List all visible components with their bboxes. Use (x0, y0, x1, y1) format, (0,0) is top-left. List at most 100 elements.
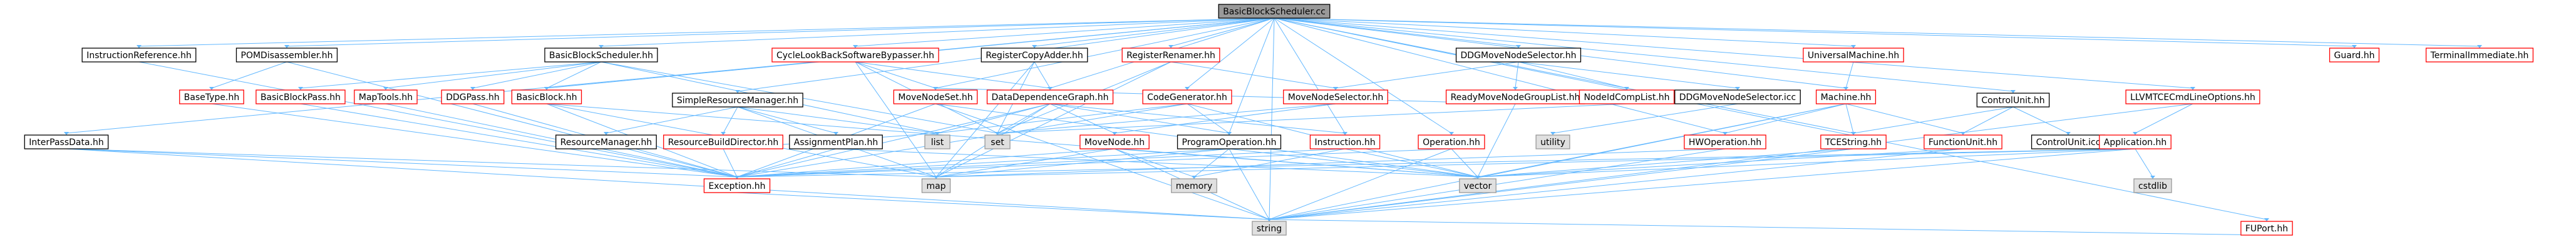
node-label: MoveNode.hh (1084, 138, 1145, 148)
node-BaseType[interactable]: BaseType.hh (179, 89, 244, 104)
node-label: RegisterRenamer.hh (1126, 51, 1215, 61)
edge-arrowhead (1267, 218, 1272, 221)
edge-BasicBlockScheduler-to-BasicBlock (546, 61, 602, 89)
node-DDGMoveNodeSelectorIcc[interactable]: DDGMoveNodeSelector.icc (1674, 89, 1801, 104)
node-label: ControlUnit.hh (1981, 96, 2044, 106)
node-SimpleResourceManager[interactable]: SimpleResourceManager.hh (672, 93, 803, 108)
node-DDGMoveNodeSelector[interactable]: DDGMoveNodeSelector.hh (1455, 48, 1582, 63)
node-DataDependenceGraph[interactable]: DataDependenceGraph.hh (986, 89, 1114, 104)
edge-InterPassData-to-string (66, 148, 1270, 220)
node-Machine[interactable]: Machine.hh (1815, 89, 1877, 104)
edge-arrowhead (1843, 87, 1848, 90)
edge-root-to-Guard (1274, 18, 2355, 47)
node-box (2329, 48, 2380, 63)
node-label: RegisterCopyAdder.hh (986, 51, 1083, 61)
node-Exception[interactable]: Exception.hh (703, 178, 771, 193)
node-CycleLookBack[interactable]: CycleLookBackSoftwareBypasser.hh (771, 48, 939, 63)
node-label: CodeGenerator.hh (1147, 93, 1227, 103)
edge-arrowhead (995, 132, 1000, 135)
node-MoveNodeSelector[interactable]: MoveNodeSelector.hh (1283, 89, 1388, 104)
node-ReadyMoveNodeGroupList[interactable]: ReadyMoveNodeGroupList.hh (1445, 89, 1585, 104)
node-InterPassData[interactable]: InterPassData.hh (24, 134, 109, 149)
node-AssignmentPlan[interactable]: AssignmentPlan.hh (789, 134, 883, 149)
edge-arrowhead (298, 87, 303, 90)
node-BasicBlockPass[interactable]: BasicBlockPass.hh (255, 89, 346, 104)
edge-DDGMoveNodeSelectorIcc-to-utility (1552, 103, 1738, 134)
edge-arrowhead (1723, 132, 1728, 135)
node-RegisterCopyAdder[interactable]: RegisterCopyAdder.hh (981, 48, 1088, 63)
edge-FunctionUnit-to-string (1269, 148, 1964, 220)
node-NodeIdComp[interactable]: NodeIdCompList.hh (1579, 89, 1675, 104)
node-box (354, 89, 418, 104)
edge-Application-to-map (935, 148, 2136, 178)
edge-AssignmentPlan-to-Exception (736, 148, 837, 178)
edge-MoveNodeSelector-to-set (997, 103, 1336, 134)
edge-arrowhead (853, 45, 858, 48)
edge-root-to-UniversalMachine (1274, 18, 1854, 47)
node-label: MoveNodeSelector.hh (1288, 93, 1384, 103)
edge-arrowhead (1475, 176, 1480, 179)
node-FUPort[interactable]: FUPort.hh (2240, 221, 2293, 236)
node-ResourceBuildDirector[interactable]: ResourceBuildDirector.hh (663, 134, 783, 149)
node-label: DDGPass.hh (446, 93, 500, 103)
node-Application[interactable]: Application.hh (2099, 134, 2172, 149)
node-TCEString[interactable]: TCEString.hh (1820, 134, 1887, 149)
node-label: BasicBlock.hh (516, 93, 577, 103)
node-label: string (1257, 224, 1282, 234)
node-ControlUnit[interactable]: ControlUnit.hh (1976, 93, 2050, 108)
node-CodeGenerator[interactable]: CodeGenerator.hh (1142, 89, 1232, 104)
node-box (1924, 134, 2002, 149)
node-InstructionReference[interactable]: InstructionReference.hh (81, 48, 197, 63)
node-Operation[interactable]: Operation.hh (1418, 134, 1485, 149)
node-HWOperation[interactable]: HWOperation.hh (1684, 134, 1766, 149)
node-label: MoveNodeSet.hh (898, 93, 972, 103)
node-MoveNodeSet[interactable]: MoveNodeSet.hh (893, 89, 978, 104)
edge-Operation-to-vector (1451, 148, 1478, 178)
edge-TCEString-to-string (1269, 148, 1854, 220)
edge-root-to-POMDisassembler (286, 18, 1275, 47)
edge-UniversalMachine-to-Machine (1845, 61, 1854, 89)
node-DDGPass[interactable]: DDGPass.hh (441, 89, 505, 104)
node-TerminalImmediate[interactable]: TerminalImmediate.hh (2425, 48, 2534, 63)
node-label: FunctionUnit.hh (1929, 138, 1997, 148)
edge-arrowhead (2066, 132, 2071, 135)
node-label: ControlUnit.icc (2036, 138, 2101, 148)
edge-SimpleResourceManager-to-AssignmentPlan (737, 106, 837, 134)
node-box (1815, 89, 1877, 104)
node-box (771, 48, 939, 63)
node-box (24, 134, 109, 149)
edge-NodeIdComp-to-set (997, 103, 1627, 134)
node-ControlUnitIcc[interactable]: ControlUnit.icc (2031, 134, 2106, 149)
node-box (984, 134, 1011, 149)
node-POMDisassembler[interactable]: POMDisassembler.hh (235, 48, 338, 63)
node-LLVMTCECmdLineOptions[interactable]: LLVMTCECmdLineOptions.hh (2125, 89, 2260, 104)
node-box (924, 134, 951, 149)
edge-arrowhead (1342, 132, 1347, 135)
node-UniversalMachine[interactable]: UniversalMachine.hh (1803, 48, 1904, 63)
edge-HWOperation-to-string (1269, 148, 1726, 220)
node-BasicBlockScheduler[interactable]: BasicBlockScheduler.hh (544, 48, 658, 63)
node-Instruction[interactable]: Instruction.hh (1309, 134, 1381, 149)
node-box (789, 134, 883, 149)
node-MapTools[interactable]: MapTools.hh (354, 89, 418, 104)
node-FunctionUnit[interactable]: FunctionUnit.hh (1924, 134, 2002, 149)
edge-arrowhead (2150, 176, 2155, 179)
node-BasicBlock[interactable]: BasicBlock.hh (511, 89, 582, 104)
edge-root-to-CodeGenerator (1187, 18, 1275, 89)
edge-arrowhead (1048, 87, 1053, 90)
edge-root-to-Operation (1274, 18, 1452, 134)
node-RegisterRenamer[interactable]: RegisterRenamer.hh (1121, 48, 1220, 63)
node-ResourceManager[interactable]: ResourceManager.hh (555, 134, 657, 149)
node-label: POMDisassembler.hh (241, 51, 333, 61)
node-layer: BasicBlockScheduler.ccInstructionReferen… (24, 4, 2534, 236)
node-MoveNode[interactable]: MoveNode.hh (1079, 134, 1150, 149)
edge-CodeGenerator-to-ProgramOperation (1187, 103, 1230, 134)
node-ProgramOperation[interactable]: ProgramOperation.hh (1177, 134, 1282, 149)
node-Guard[interactable]: Guard.hh (2329, 48, 2380, 63)
node-box (2133, 178, 2172, 193)
edge-Operation-to-Exception (736, 148, 1452, 178)
edge-Operation-to-string (1269, 148, 1452, 220)
edge-ResourceBuildDirector-to-Exception (723, 148, 738, 178)
edge-CycleLookBack-to-DataDependenceGraph (855, 61, 1051, 89)
edge-POMDisassembler-to-BaseType (211, 61, 287, 89)
